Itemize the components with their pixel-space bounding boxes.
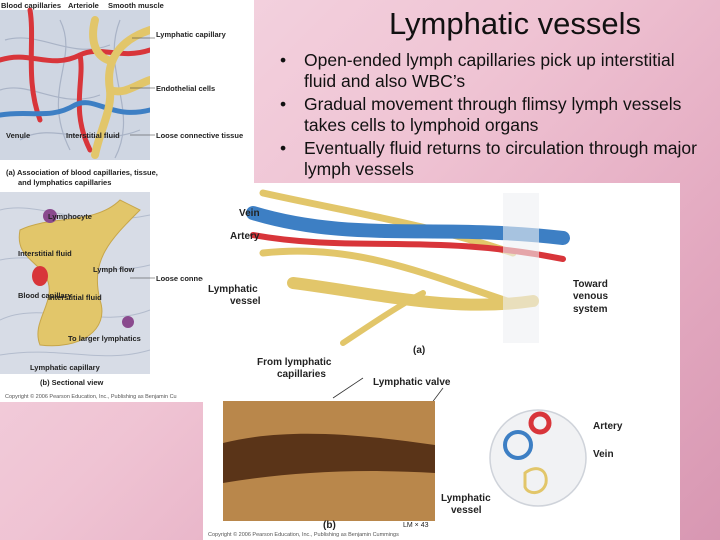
label-vein-a: Vein	[239, 208, 260, 219]
bullet-item: •Gradual movement through flimsy lymph v…	[280, 94, 682, 135]
label-venule: Venule	[6, 131, 30, 140]
label-artery-b: Artery	[593, 421, 623, 432]
label-to-larger-lymphatics: To larger lymphatics	[68, 334, 141, 343]
label-vein-b: Vein	[593, 449, 614, 460]
right-figure-copyright: Copyright © 2006 Pearson Education, Inc.…	[208, 531, 399, 538]
bullet-dot-icon: •	[280, 94, 287, 114]
label-smooth-muscle: Smooth muscle	[108, 1, 164, 10]
caption-a-line2: and lymphatics capillaries	[18, 178, 111, 187]
blood-capillaries	[0, 7, 153, 153]
label-interstitial-fluid-b1: Interstitial fluid	[18, 249, 72, 258]
lymphatic-capillary	[89, 16, 154, 159]
label-loose-connective-tissue-b: Loose connective tissue	[156, 274, 243, 283]
panel-a-label: (a)	[413, 345, 425, 356]
label-vessel-a: vessel	[230, 296, 261, 307]
lymphatic-cross-section	[523, 467, 548, 494]
label-lymphatic-b: Lymphatic	[441, 493, 491, 504]
label-arteriole: Arteriole	[68, 1, 99, 10]
left-figure-illustration: Blood capillaries Arteriole Smooth muscl…	[0, 1, 254, 400]
lymphatic-vessel-micrograph	[223, 433, 435, 483]
slide-title: Lymphatic vessels	[388, 6, 642, 41]
label-loose-connective-tissue-a: Loose connective tissue	[156, 131, 243, 140]
label-from-lymphatic: From lymphatic	[257, 357, 332, 368]
label-interstitial-fluid-a: Interstitial fluid	[66, 131, 120, 140]
bullet-dot-icon: •	[280, 50, 287, 70]
label-interstitial-fluid-b2: Interstitial fluid	[48, 293, 102, 302]
bullet-item: •Eventually fluid returns to circulation…	[280, 138, 697, 179]
panel-b-label: (b)	[323, 520, 336, 531]
caption-a-line1: (a) Association of blood capillaries, ti…	[6, 168, 158, 177]
vein-cross-section	[503, 430, 533, 460]
label-venous: venous	[573, 291, 608, 302]
blood-capillary-section	[32, 266, 48, 286]
caption-b: (b) Sectional view	[40, 378, 104, 387]
right-figure-illustration: Vein Artery Lymphatic vessel Toward veno…	[208, 189, 623, 538]
label-lymphatic-a: Lymphatic	[208, 284, 258, 295]
label-system: system	[573, 304, 608, 315]
label-blood-capillaries: Blood capillaries	[1, 1, 61, 10]
label-toward: Toward	[573, 279, 608, 290]
label-vessel-b: vessel	[451, 505, 482, 516]
left-figure-copyright: Copyright © 2006 Pearson Education, Inc.…	[5, 393, 177, 400]
label-endothelial-cells: Endothelial cells	[156, 84, 215, 93]
artery-cross-section	[528, 411, 552, 435]
label-blood-capillary: Blood capillary	[18, 291, 73, 300]
label-lymphatic-capillary-a: Lymphatic capillary	[156, 30, 227, 39]
lymphocyte-cell	[43, 209, 57, 223]
right-figure: Vein Artery Lymphatic vessel Toward veno…	[203, 183, 680, 540]
label-lymphatic-capillary-b: Lymphatic capillary	[30, 363, 101, 372]
micro-scale-label: LM × 43	[403, 522, 429, 529]
label-lymphatic-valve: Lymphatic valve	[373, 377, 451, 388]
label-artery-a: Artery	[230, 231, 260, 242]
venule	[0, 100, 153, 118]
bullet-dot-icon: •	[280, 138, 287, 158]
bullet-list: •Open-ended lymph capillaries pick up in…	[278, 50, 708, 182]
label-lymph-flow: Lymph flow	[93, 265, 135, 274]
bullet-item: •Open-ended lymph capillaries pick up in…	[280, 50, 675, 91]
label-capillaries: capillaries	[277, 369, 326, 380]
label-lymphocyte: Lymphocyte	[48, 212, 92, 221]
